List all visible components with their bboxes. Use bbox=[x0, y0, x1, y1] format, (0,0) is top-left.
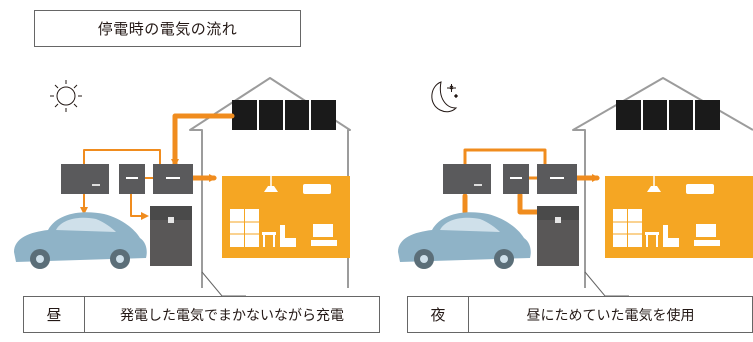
callout-leader bbox=[584, 271, 629, 297]
solar-panel bbox=[232, 100, 336, 130]
diagram-title: 停電時の電気の流れ bbox=[34, 10, 301, 47]
night-caption: 夜 昼にためていた電気を使用 bbox=[407, 296, 753, 333]
power-distribution-box bbox=[119, 164, 145, 194]
callout-leader bbox=[201, 271, 246, 297]
day-caption: 昼 発電した電気でまかないながら充電 bbox=[23, 296, 380, 333]
house-outline bbox=[572, 77, 753, 288]
electric-car bbox=[398, 212, 531, 269]
day-description: 発電した電気でまかないながら充電 bbox=[120, 307, 344, 324]
storage-battery bbox=[537, 206, 579, 266]
solar-panel bbox=[616, 100, 720, 130]
power-conditioner bbox=[153, 164, 193, 194]
room bbox=[222, 176, 350, 258]
night-panel bbox=[398, 77, 753, 297]
day-panel bbox=[14, 77, 351, 297]
power-distribution-box bbox=[503, 164, 529, 194]
day-time-label: 昼 bbox=[24, 297, 85, 332]
v2h-unit bbox=[61, 164, 109, 194]
v2h-unit bbox=[443, 164, 491, 194]
night-description: 昼にためていた電気を使用 bbox=[526, 307, 695, 324]
room bbox=[605, 176, 753, 258]
diagram-title-text: 停電時の電気の流れ bbox=[97, 20, 238, 38]
power-conditioner bbox=[537, 164, 577, 194]
night-time-label: 夜 bbox=[408, 297, 469, 332]
electric-car bbox=[14, 212, 147, 269]
sun-icon bbox=[50, 80, 82, 112]
power-flow-lines bbox=[80, 113, 235, 220]
house-outline bbox=[189, 77, 351, 288]
power-flow-lines bbox=[462, 148, 600, 215]
moon-stars-icon bbox=[431, 81, 458, 113]
storage-battery bbox=[150, 206, 192, 266]
